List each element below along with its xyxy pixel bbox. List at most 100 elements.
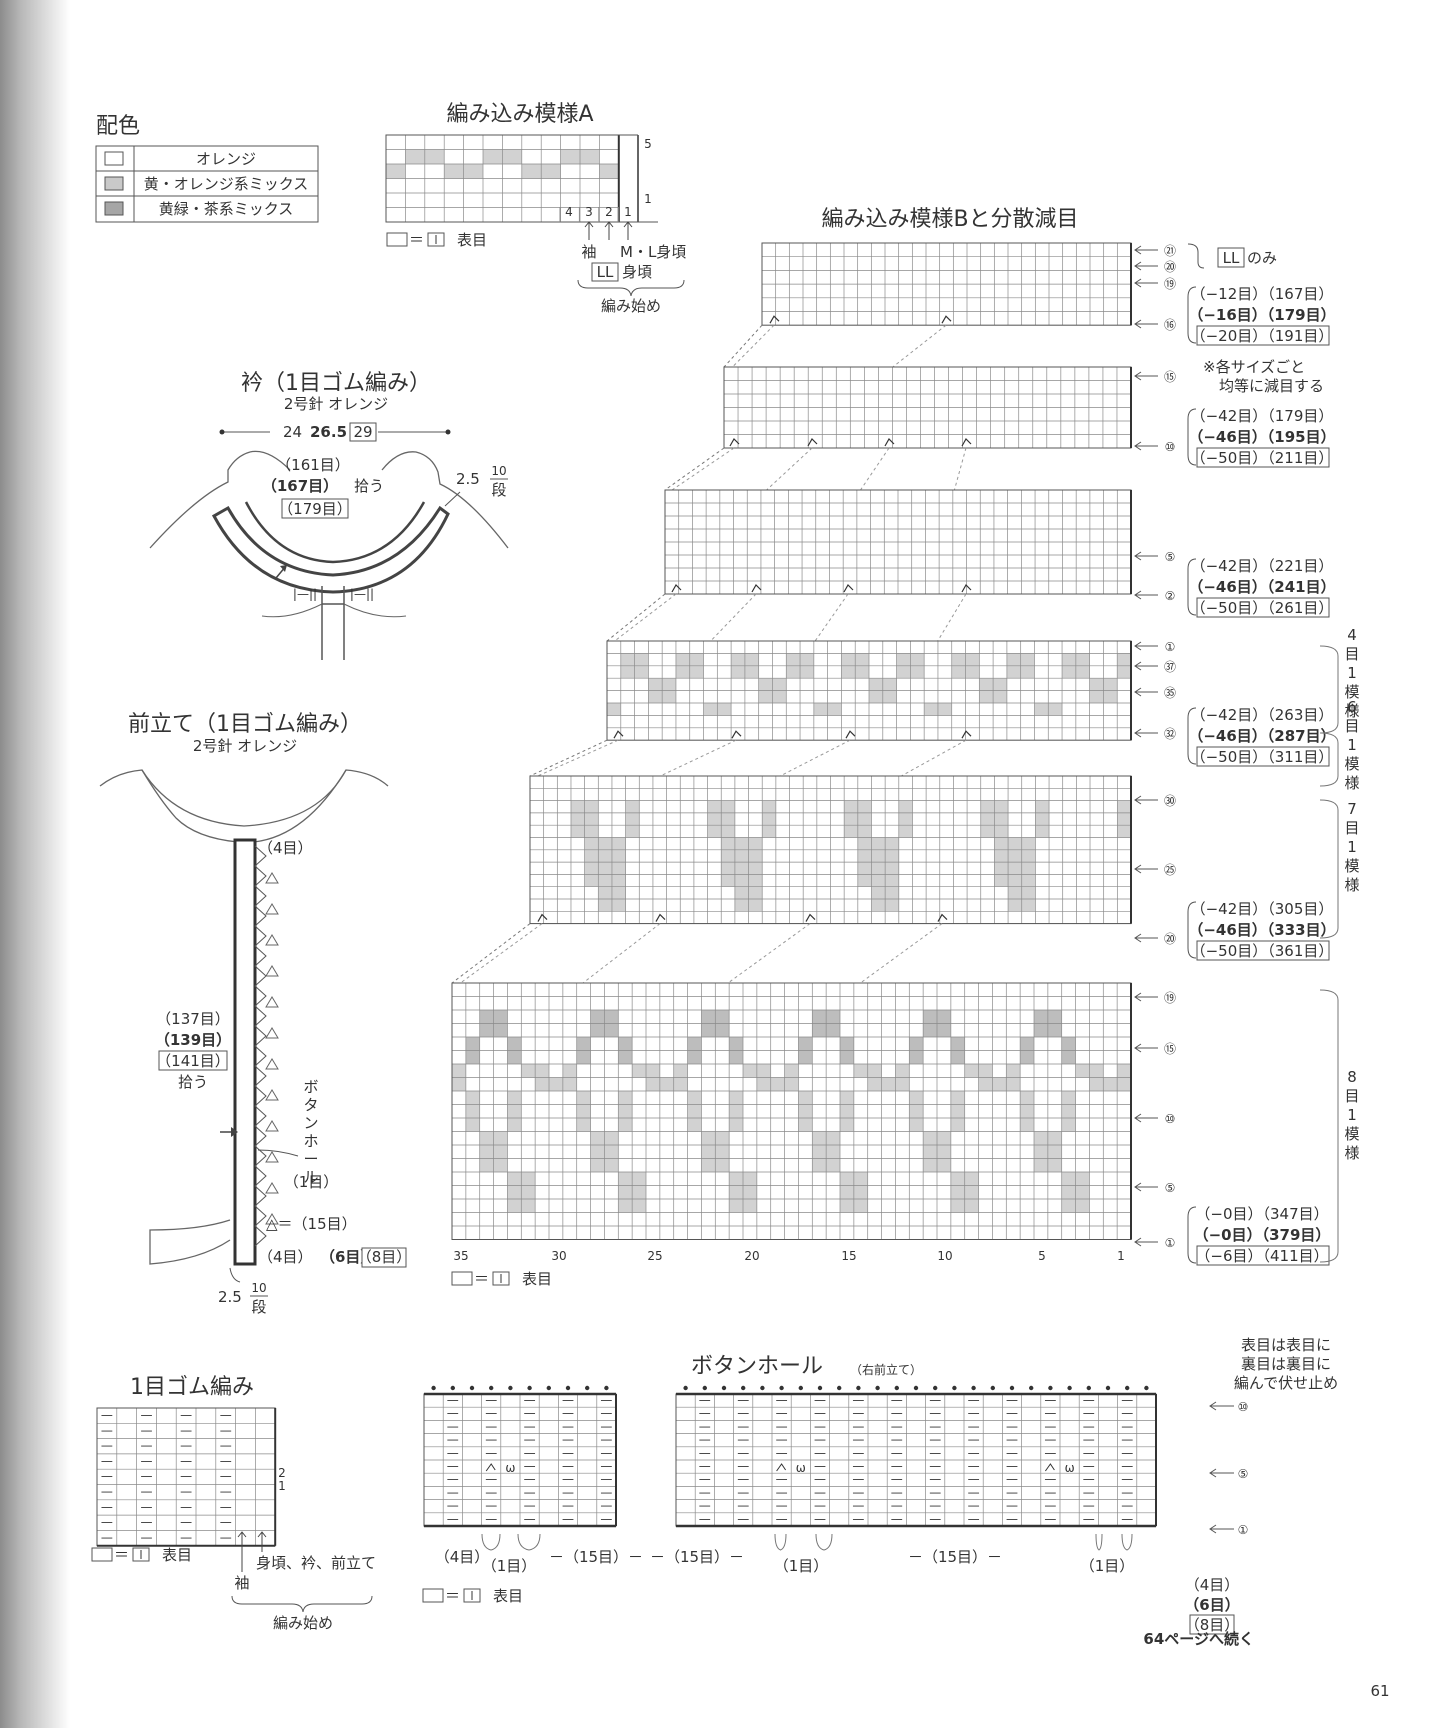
- decrease-note: 均等に減目する: [1219, 377, 1324, 395]
- shaded-cell: [772, 678, 787, 691]
- bindoff-dot: [1009, 1385, 1015, 1391]
- shaded-cell: [744, 665, 759, 679]
- shaded-cell: [857, 862, 872, 875]
- row-number: ㊲: [1164, 660, 1176, 674]
- shaded-cell: [812, 1158, 827, 1172]
- shaded-cell: [979, 690, 994, 703]
- bindoff-note: 表目は表目に: [1241, 1336, 1331, 1354]
- decrease-symbol: [937, 913, 948, 922]
- shaded-cell: [734, 849, 749, 863]
- purl-symbol: —: [891, 1472, 903, 1486]
- shaded-cell: [1006, 1077, 1021, 1091]
- shaded-cell: [521, 1172, 536, 1186]
- shaded-cell: [562, 1064, 577, 1078]
- shaded-cell: [979, 678, 994, 691]
- shaded-cell: [748, 899, 763, 912]
- shaded-cell: [950, 1050, 965, 1064]
- shaded-cell: [721, 837, 735, 850]
- shaded-cell: [1048, 703, 1063, 716]
- shaded-cell: [632, 1172, 646, 1186]
- shaded-cell: [687, 1050, 702, 1064]
- purl-symbol: —: [141, 1485, 153, 1499]
- decrease-symbol: [884, 438, 895, 447]
- shaded-cell: [1020, 1118, 1034, 1132]
- shaded-cell: [882, 690, 897, 703]
- purl-symbol: —: [562, 1433, 574, 1447]
- purl-symbol: —: [852, 1472, 864, 1486]
- swatch-green-brown-mix: [104, 201, 124, 216]
- buttonhole-vertical-char: ル: [303, 1168, 318, 1186]
- shaded-cell: [721, 849, 735, 863]
- connector-line: [901, 739, 967, 777]
- purl-symbol: —: [1121, 1485, 1133, 1499]
- decrease-symbol: [776, 1463, 787, 1472]
- shaded-cell: [800, 653, 814, 666]
- purl-symbol: —: [180, 1515, 192, 1529]
- ribbing-arrows: [237, 1531, 267, 1572]
- shaded-cell: [909, 1037, 924, 1051]
- purl-symbol: —: [485, 1485, 497, 1499]
- shaded-cell: [599, 164, 619, 179]
- brace: [231, 1595, 373, 1613]
- shaded-cell: [576, 1104, 591, 1118]
- shaded-cell: [611, 837, 626, 850]
- buttonhole-markers: [265, 872, 279, 1225]
- purl-symbol: —: [1121, 1446, 1133, 1460]
- connector-line: [537, 739, 619, 777]
- page-number: 61: [1370, 1682, 1389, 1700]
- purl-symbol: —: [447, 1446, 459, 1460]
- purl-symbol: —: [180, 1485, 192, 1499]
- shaded-cell: [721, 874, 735, 887]
- shaded-cell: [1117, 800, 1131, 813]
- count-plain: （−0目）（347目）: [1195, 1205, 1328, 1223]
- purl-symbol: —: [891, 1406, 903, 1420]
- shaded-cell: [675, 653, 690, 666]
- shaded-cell: [812, 1131, 827, 1145]
- shaded-cell: [871, 862, 886, 875]
- shaded-cell: [923, 1158, 937, 1172]
- band-edge: [261, 603, 323, 618]
- shaded-cell: [756, 1077, 771, 1091]
- shaded-cell: [867, 1077, 882, 1091]
- shaded-cell: [937, 1131, 951, 1145]
- row-number: ㉕: [1164, 863, 1176, 877]
- shaded-cell: [857, 837, 872, 850]
- shaded-cell: [869, 690, 883, 703]
- repeat-brace: [1319, 799, 1339, 939]
- shaded-cell: [786, 665, 801, 679]
- purl-symbol: —: [447, 1419, 459, 1433]
- shaded-cell: [618, 1091, 633, 1105]
- shaded-cell: [743, 1199, 757, 1213]
- shaded-cell: [1020, 653, 1035, 666]
- shaded-cell: [611, 874, 626, 887]
- shaded-cell: [662, 690, 676, 703]
- col-number: 20: [744, 1249, 759, 1263]
- bindoff-dot: [837, 1385, 842, 1391]
- row-label: 1: [644, 192, 652, 206]
- shaded-cell: [493, 1145, 508, 1159]
- shaded-cell: [994, 837, 1009, 850]
- shaded-cell: [1020, 1037, 1034, 1051]
- bindoff-note: 編んで伏せ止め: [1234, 1374, 1338, 1392]
- decrease-symbol: [769, 315, 780, 324]
- shaded-cell: [909, 1050, 924, 1064]
- connector-line: [937, 593, 967, 642]
- purl-symbol: —: [1121, 1433, 1133, 1447]
- repeat-label: 様: [1344, 774, 1359, 792]
- shaded-cell: [541, 164, 561, 179]
- shaded-cell: [784, 1064, 799, 1078]
- purl-symbol: —: [968, 1512, 980, 1526]
- purl-symbol: —: [485, 1406, 497, 1420]
- row-label: 5: [644, 137, 652, 151]
- purl-symbol: —: [699, 1459, 711, 1473]
- shaded-cell: [465, 1037, 480, 1051]
- color-key: 配色 オレンジ 黄・オレンジ系ミックス 黄緑・茶系ミックス: [95, 114, 319, 223]
- row-arrow-head: [1134, 371, 1142, 381]
- purl-symbol: —: [891, 1433, 903, 1447]
- ll-box: [591, 262, 619, 282]
- purl-symbol: —: [524, 1419, 536, 1433]
- shaded-cell: [964, 1185, 979, 1199]
- bindoff-dot: [469, 1385, 475, 1391]
- shaded-cell: [1008, 862, 1022, 875]
